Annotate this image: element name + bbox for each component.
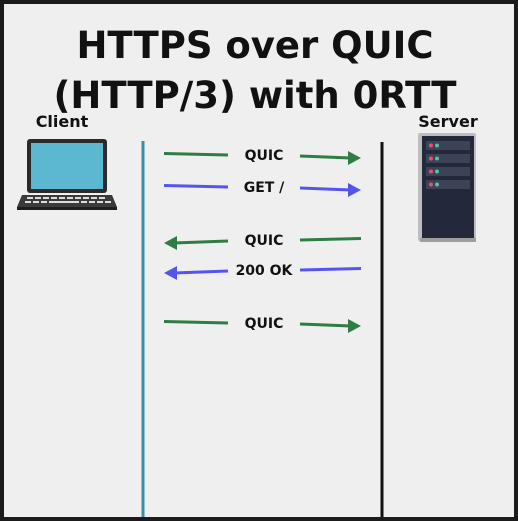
arrow-line	[173, 239, 229, 245]
arrow-line	[173, 269, 229, 275]
arrow-line	[299, 267, 362, 272]
server-rack-icon	[418, 133, 476, 242]
arrow-line	[163, 184, 229, 189]
arrow-head	[164, 236, 177, 250]
message-label: GET /	[244, 180, 285, 196]
arrow-line	[299, 186, 352, 192]
sequence-diagram: HTTPS over QUIC (HTTP/3) with 0RTT Clien…	[17, 24, 478, 517]
arrow-head	[348, 151, 361, 165]
arrow-head	[164, 266, 177, 280]
message-get-request: GET /	[163, 180, 361, 197]
arrow-line	[163, 152, 229, 157]
arrow-head	[348, 319, 361, 333]
message-quic-response: QUIC	[164, 233, 362, 250]
arrow-line	[299, 154, 352, 160]
message-label: QUIC	[245, 148, 284, 164]
message-quic-final: QUIC	[163, 316, 361, 333]
title-line-2: (HTTP/3) with 0RTT	[53, 74, 457, 117]
arrow-line	[299, 237, 362, 242]
server-label: Server	[418, 112, 478, 131]
laptop-icon	[17, 139, 117, 210]
message-label: QUIC	[245, 316, 284, 332]
arrow-line	[299, 322, 352, 328]
message-label: 200 OK	[236, 263, 294, 279]
client-label: Client	[36, 112, 89, 131]
title-line-1: HTTPS over QUIC	[76, 24, 433, 67]
arrow-head	[348, 183, 361, 197]
message-quic-request: QUIC	[163, 148, 361, 165]
arrow-line	[163, 320, 229, 325]
message-label: QUIC	[245, 233, 284, 249]
diagram-frame: HTTPS over QUIC (HTTP/3) with 0RTT Clien…	[4, 4, 514, 517]
message-200-ok: 200 OK	[164, 263, 362, 280]
